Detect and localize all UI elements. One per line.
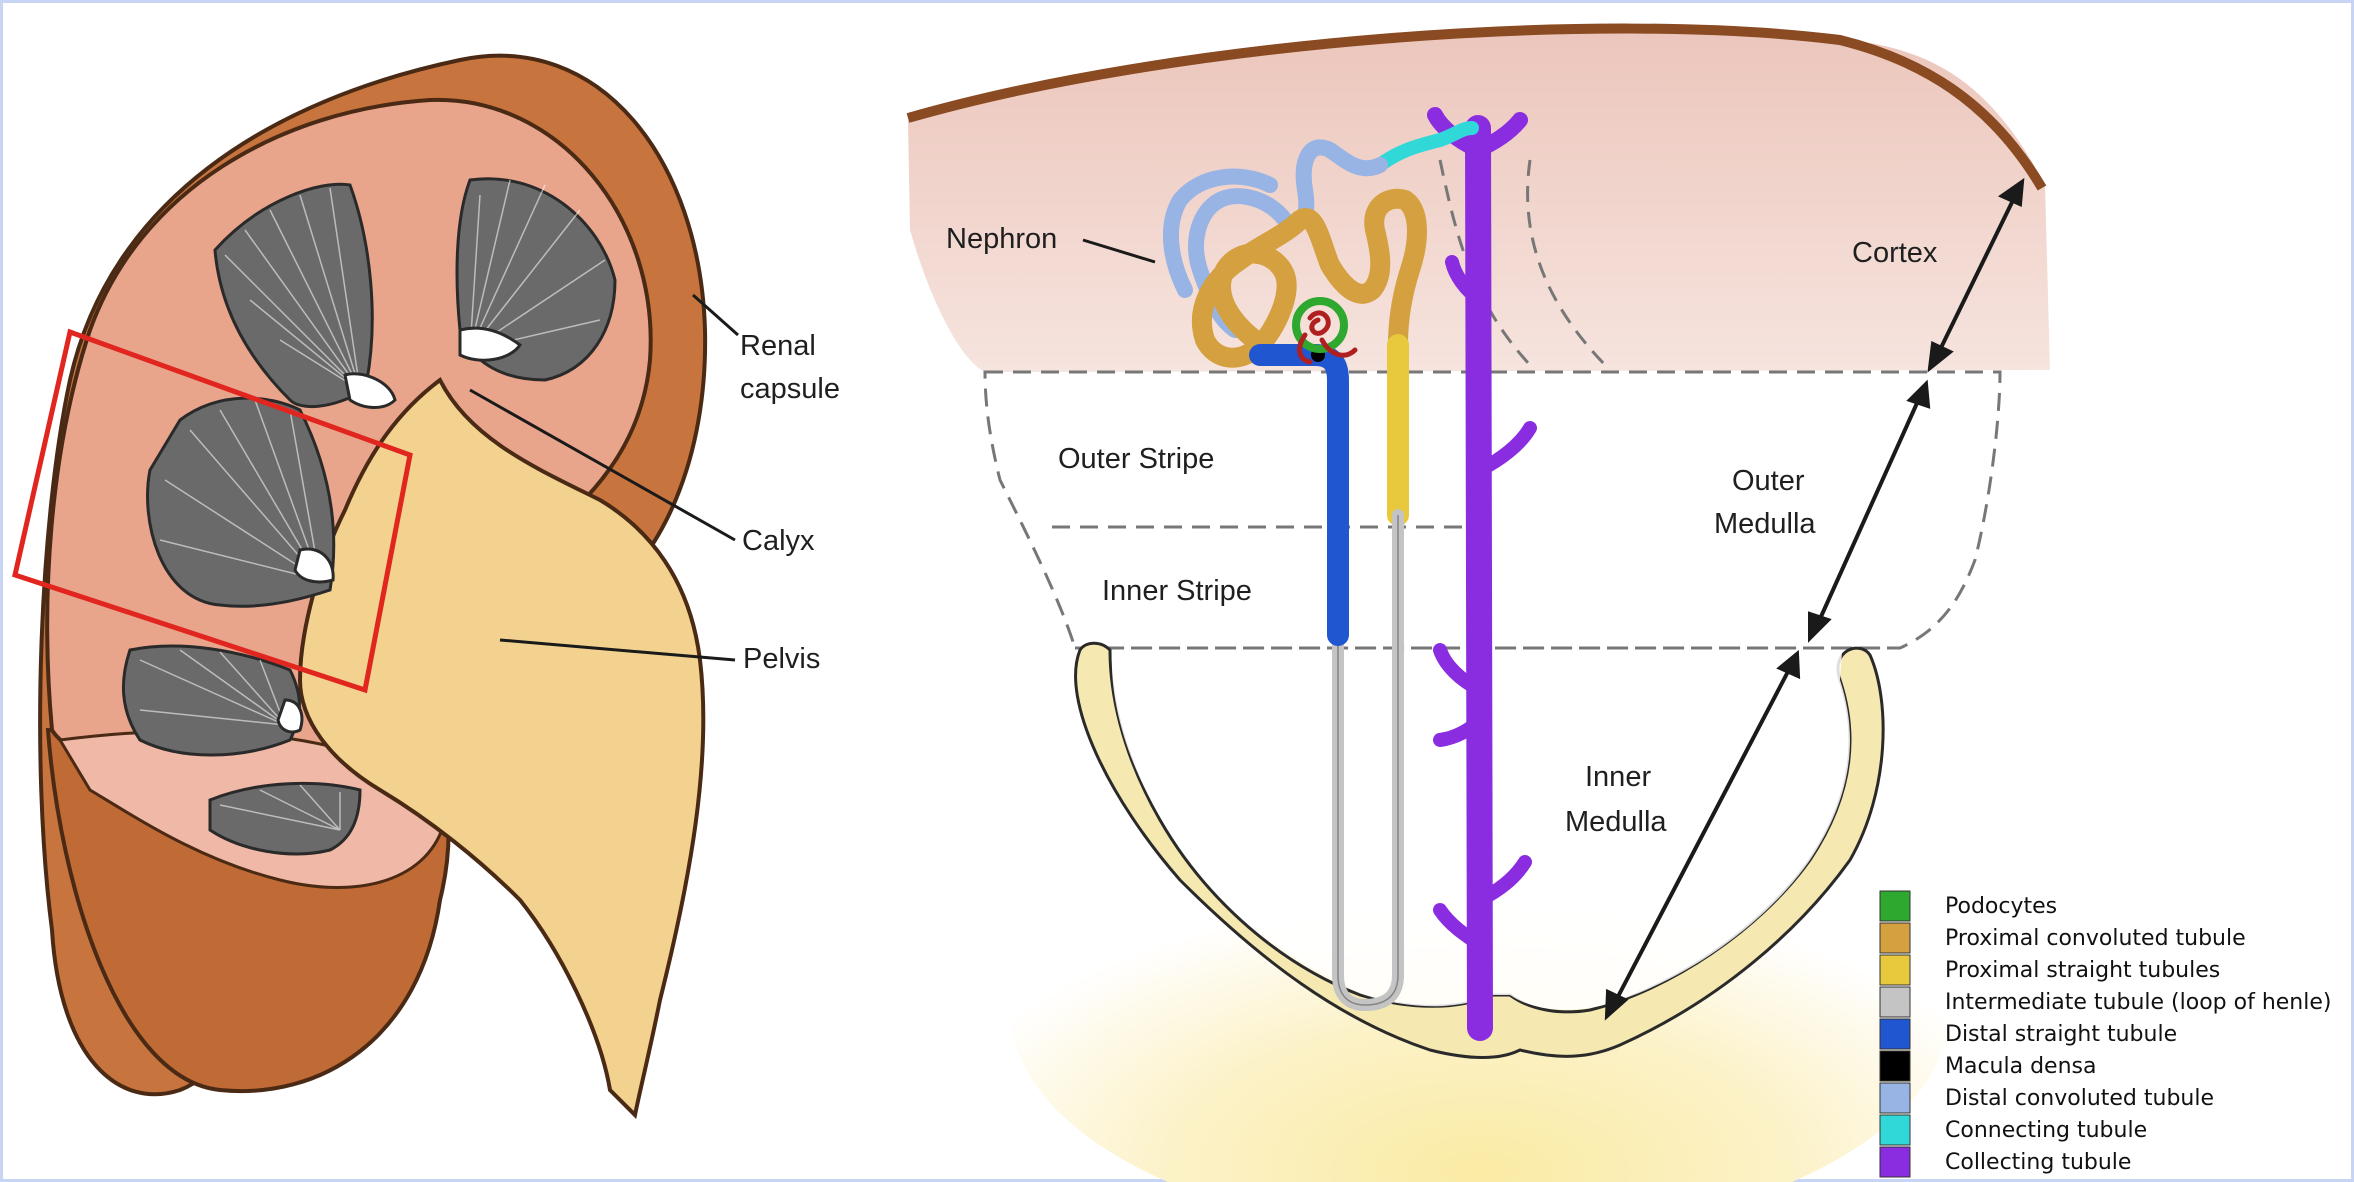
- legend-swatch: [1880, 1019, 1910, 1049]
- label-outer-medulla-line2: Medulla: [1714, 508, 1816, 540]
- legend-swatch: [1880, 987, 1910, 1017]
- label-outer-stripe: Outer Stripe: [1058, 443, 1214, 475]
- legend-label: Proximal straight tubules: [1945, 958, 2220, 983]
- legend-swatch: [1880, 891, 1910, 921]
- label-outer-medulla-line1: Outer: [1732, 465, 1805, 497]
- label-cortex: Cortex: [1852, 237, 1938, 269]
- label-renal-capsule-line2: capsule: [740, 373, 840, 405]
- legend-label: Macula densa: [1945, 1054, 2096, 1079]
- label-inner-medulla-line1: Inner: [1585, 761, 1651, 793]
- legend-swatch: [1880, 1147, 1910, 1177]
- legend-label: Podocytes: [1945, 894, 2057, 919]
- label-nephron: Nephron: [946, 223, 1057, 255]
- legend-label: Proximal convoluted tubule: [1945, 926, 2246, 951]
- label-renal-capsule-line1: Renal: [740, 330, 816, 362]
- legend-swatch: [1880, 1051, 1910, 1081]
- legend-label: Distal convoluted tubule: [1945, 1086, 2214, 1111]
- legend-swatch: [1880, 1115, 1910, 1145]
- legend-swatch: [1880, 955, 1910, 985]
- label-inner-medulla-line2: Medulla: [1565, 806, 1667, 838]
- label-inner-stripe: Inner Stripe: [1102, 575, 1252, 607]
- nephron-zones-diagram: Nephron Cortex Outer Stripe Inner Stripe…: [908, 29, 2050, 1182]
- legend-swatch: [1880, 1083, 1910, 1113]
- legend-swatch: [1880, 923, 1910, 953]
- distal-straight-tubule: [1260, 355, 1338, 635]
- legend-label: Collecting tubule: [1945, 1150, 2131, 1175]
- legend-label: Intermediate tubule (loop of henle): [1945, 990, 2331, 1015]
- legend-label: Distal straight tubule: [1945, 1022, 2177, 1047]
- kidney-cross-section: Renal capsule Calyx Pelvis: [15, 56, 840, 1115]
- legend-label: Connecting tubule: [1945, 1118, 2147, 1143]
- label-pelvis: Pelvis: [743, 643, 820, 675]
- label-calyx: Calyx: [742, 525, 815, 557]
